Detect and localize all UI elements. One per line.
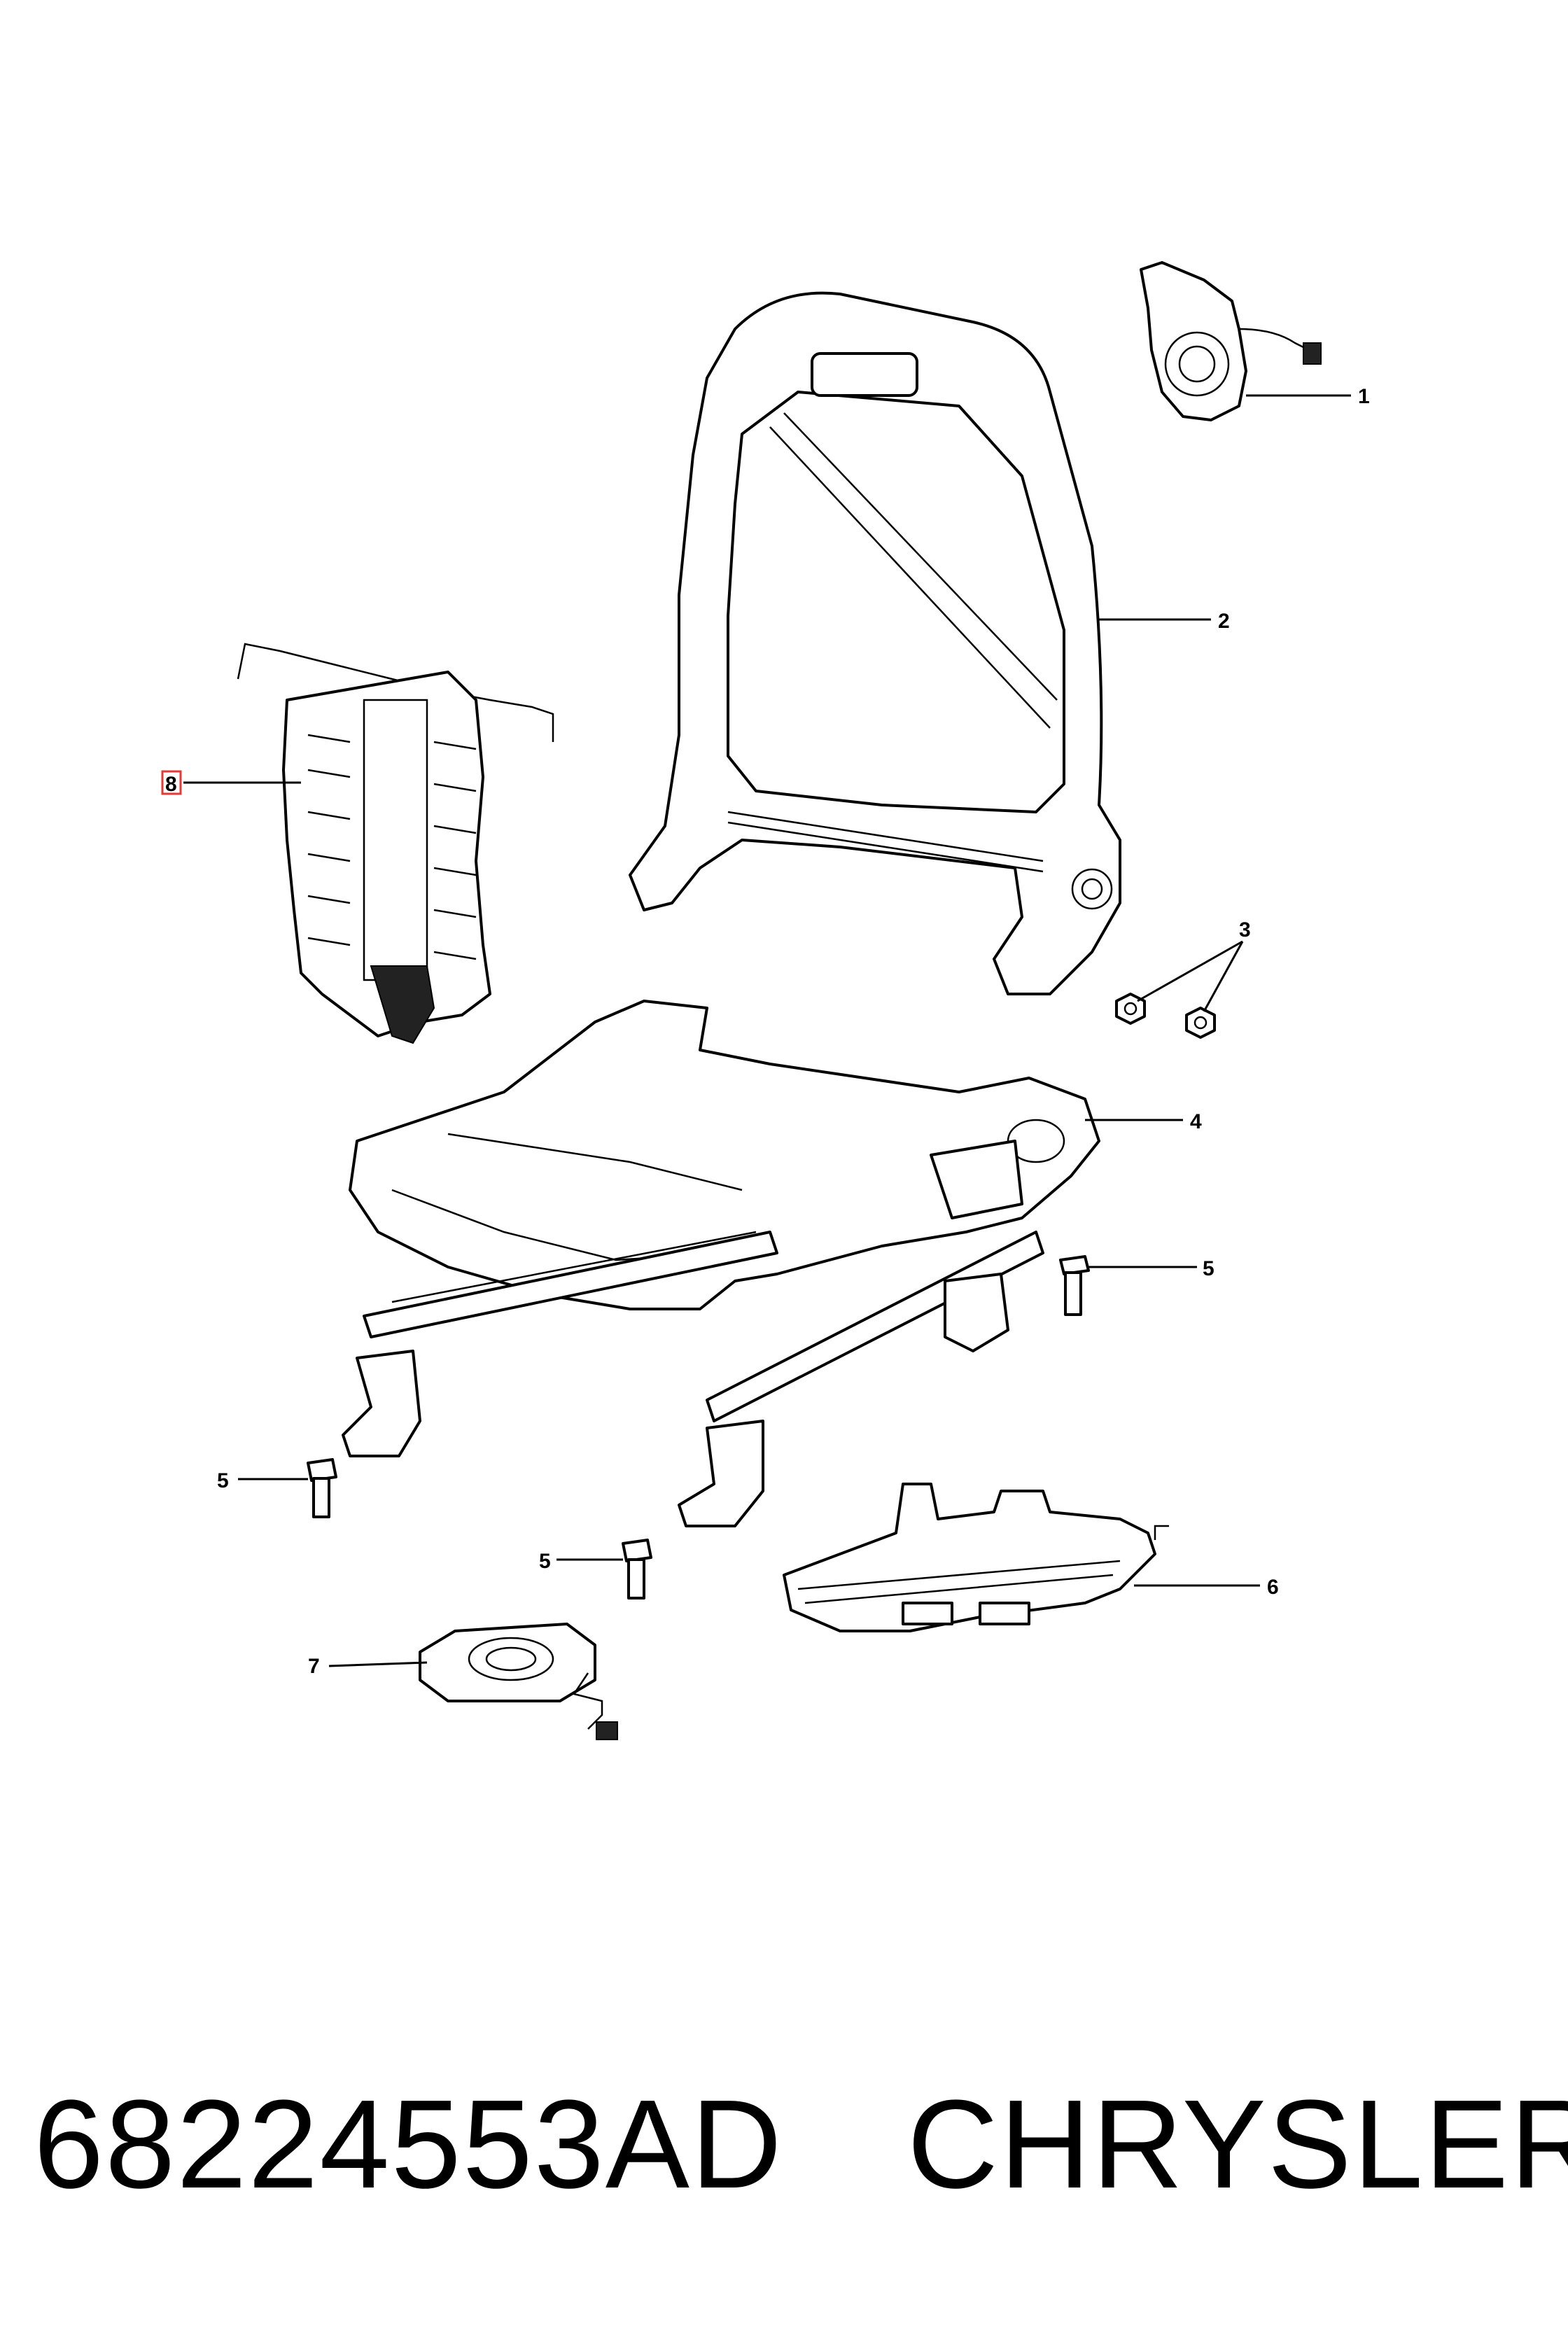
callout-7: 7 [308, 1655, 320, 1678]
part-4-cushion-frame [342, 1000, 1100, 1527]
callout-8: 8 [165, 773, 177, 796]
footer: 68224553AD CHRYSLER [0, 2072, 1568, 2282]
part-1-recliner-motor [1140, 261, 1322, 421]
part-number: 68224553AD [34, 2074, 783, 2215]
callout-8-highlight [161, 770, 182, 795]
part-6-wiring-harness [783, 1483, 1169, 1632]
callout-1: 1 [1358, 385, 1370, 408]
callout-6: 6 [1267, 1576, 1279, 1599]
part-8-lumbar-support [237, 643, 554, 1044]
leader-7 [328, 1661, 428, 1667]
part-3-nuts [1115, 993, 1216, 1039]
part-7-cushion-motor [419, 1623, 618, 1740]
callout-2: 2 [1218, 610, 1230, 633]
leader-3a [1137, 940, 1243, 1002]
part-5-bolt-center [622, 1539, 652, 1600]
callout-5c: 5 [539, 1550, 551, 1573]
part-5-bolt-left [307, 1458, 337, 1518]
callout-5b: 5 [217, 1469, 229, 1492]
callout-5a: 5 [1203, 1257, 1214, 1280]
callout-3: 3 [1239, 918, 1251, 941]
callout-4: 4 [1190, 1110, 1202, 1133]
brand-name: CHRYSLER [907, 2074, 1568, 2215]
part-2-seat-back-frame [629, 291, 1121, 995]
leader-3b [1203, 941, 1244, 1012]
part-5-bolt-right [1059, 1255, 1090, 1316]
